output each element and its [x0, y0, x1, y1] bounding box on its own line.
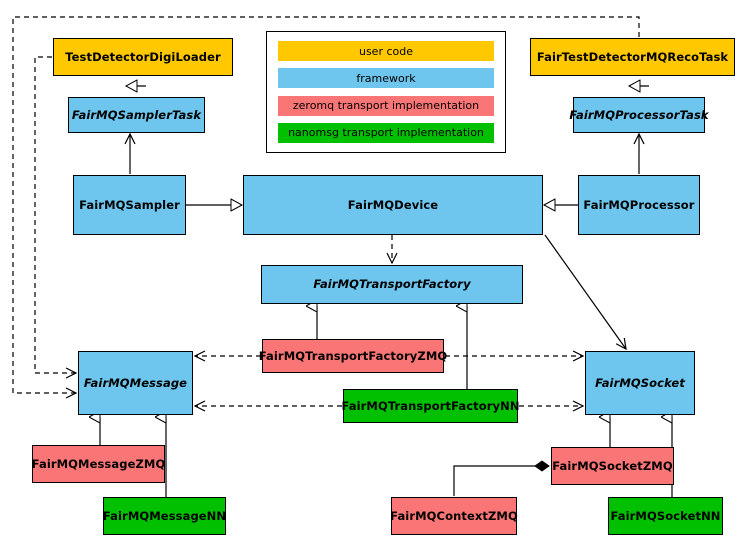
class-label: TestDetectorDigiLoader: [65, 49, 221, 64]
legend-label-framework: framework: [356, 71, 416, 85]
class-node-fairmqmessage[interactable]: FairMQMessage: [78, 351, 193, 415]
legend: user code framework zeromq transport imp…: [266, 31, 506, 153]
class-label: FairMQSocketZMQ: [552, 458, 673, 473]
class-node-fairmqsocketnn[interactable]: FairMQSocketNN: [608, 497, 723, 535]
edge-device-socket: [544, 234, 626, 349]
class-label: FairTestDetectorMQRecoTask: [536, 49, 729, 64]
class-label: FairMQSamplerTask: [71, 107, 202, 122]
class-label: FairMQSampler: [79, 197, 180, 212]
class-node-fairmqmessagezmq[interactable]: FairMQMessageZMQ: [32, 445, 165, 483]
legend-item-user-code: user code: [278, 41, 494, 61]
class-node-fairmqtransportfactoryzmq[interactable]: FairMQTransportFactoryZMQ: [259, 339, 447, 373]
legend-label-zeromq: zeromq transport implementation: [292, 99, 480, 113]
class-label: FairMQTransportFactoryNN: [341, 398, 520, 413]
class-label: FairMQSocket: [595, 375, 685, 390]
class-node-fairmqsocketzmq[interactable]: FairMQSocketZMQ: [551, 447, 674, 485]
class-label: FairMQDevice: [347, 197, 439, 212]
legend-item-nanomsg: nanomsg transport implementation: [278, 122, 494, 143]
class-node-fairtestdetectormqrecotask[interactable]: FairTestDetectorMQRecoTask: [530, 38, 735, 76]
class-node-fairmqprocessor[interactable]: FairMQProcessor: [578, 175, 700, 235]
class-label: FairMQSocketNN: [610, 508, 721, 523]
class-node-fairmqsocket[interactable]: FairMQSocket: [585, 351, 695, 415]
class-node-testdetectordigiloader[interactable]: TestDetectorDigiLoader: [53, 38, 233, 76]
class-label: FairMQTransportFactory: [313, 277, 471, 292]
legend-label-nanomsg: nanomsg transport implementation: [288, 126, 484, 140]
class-node-fairmqdevice[interactable]: FairMQDevice: [243, 175, 543, 235]
class-node-fairmqsampler[interactable]: FairMQSampler: [73, 175, 186, 235]
class-label: FairMQMessage: [83, 375, 188, 390]
legend-item-zeromq: zeromq transport implementation: [278, 95, 494, 116]
class-node-fairmqcontextzmq[interactable]: FairMQContextZMQ: [390, 497, 518, 535]
class-label: FairMQMessageZMQ: [31, 456, 166, 471]
legend-label-user-code: user code: [358, 44, 414, 58]
class-node-fairmqtransportfactorynn[interactable]: FairMQTransportFactoryNN: [341, 389, 520, 423]
edge-socketzmq-contextzmq: [453, 466, 549, 496]
class-node-fairmqtransportfactory[interactable]: FairMQTransportFactory: [261, 265, 523, 304]
class-label: FairMQMessageNN: [102, 508, 227, 523]
legend-item-framework: framework: [278, 68, 494, 89]
class-node-fairmqsamplertask[interactable]: FairMQSamplerTask: [68, 97, 205, 133]
class-node-fairmqmessagenn[interactable]: FairMQMessageNN: [103, 497, 226, 535]
class-label: FairMQProcessorTask: [569, 107, 709, 122]
class-node-fairmqprocessortask[interactable]: FairMQProcessorTask: [569, 97, 709, 133]
class-label: FairMQTransportFactoryZMQ: [258, 348, 448, 363]
class-label: FairMQContextZMQ: [390, 508, 518, 523]
class-label: FairMQProcessor: [583, 197, 695, 212]
